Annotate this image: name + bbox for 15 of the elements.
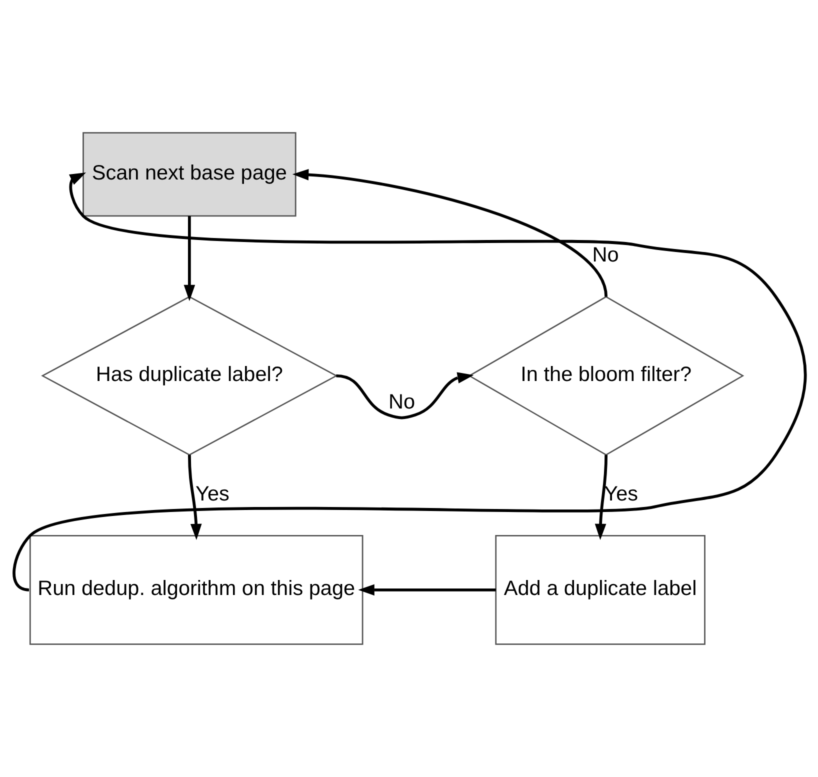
arrow (187, 454, 202, 540)
arrow (358, 584, 496, 596)
node-diamond: In the bloom filter? (468, 296, 744, 456)
arrow (336, 372, 474, 420)
edge-label: No (388, 390, 415, 414)
node-diamond: Has duplicate label? (40, 296, 338, 456)
arrow (292, 169, 607, 298)
node-box: Add a duplicate label (494, 534, 705, 645)
arrow (183, 216, 195, 302)
arrow (594, 454, 608, 540)
edge-label: Yes (195, 482, 229, 506)
node-box: Run dedup. algorithm on this page (28, 534, 363, 645)
edge-label: Yes (604, 482, 638, 506)
node-box: Scan next base page (82, 132, 296, 217)
edge-label: No (592, 243, 618, 266)
